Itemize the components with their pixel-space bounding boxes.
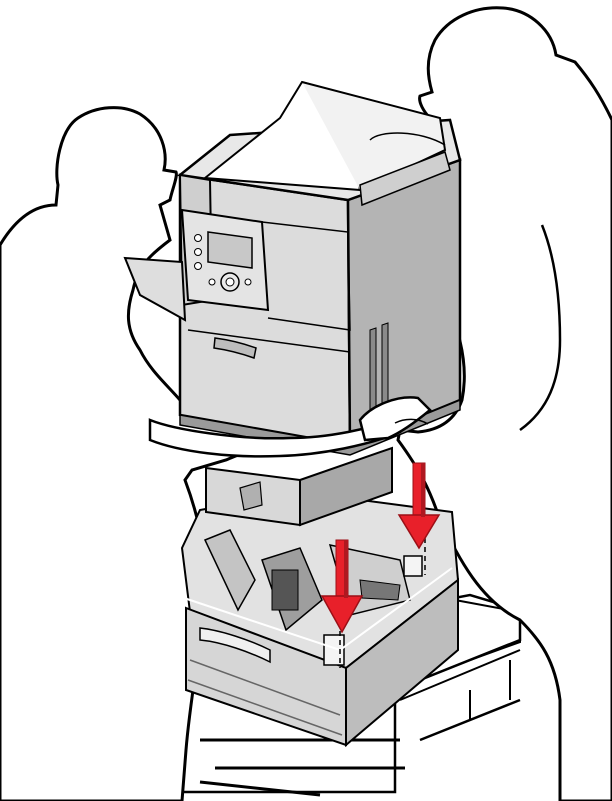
down-arrow-left [320,539,364,634]
down-arrow-right [397,462,441,550]
control-panel-display [207,231,253,269]
drawer-tray [180,490,460,748]
printer [123,80,462,527]
hands [148,396,432,458]
